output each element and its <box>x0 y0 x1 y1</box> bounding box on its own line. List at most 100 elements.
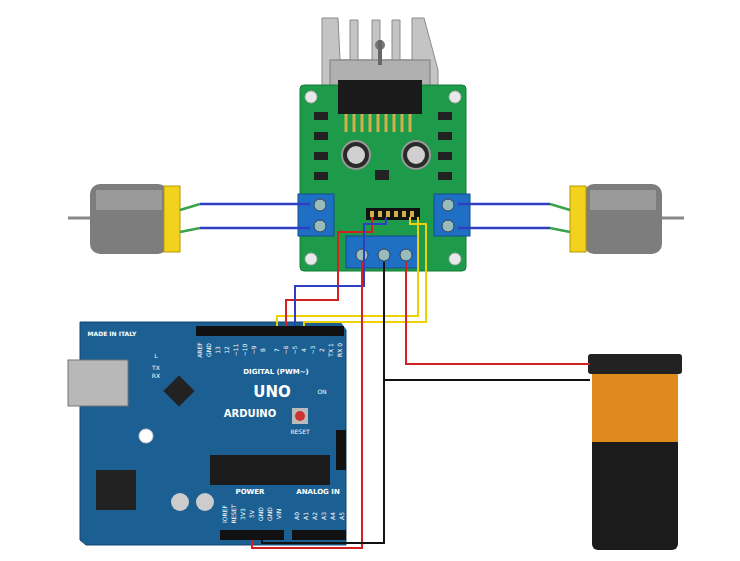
board-logo: UNO <box>253 385 291 400</box>
pin-name: A4 <box>330 512 336 520</box>
motor-driver-board-g-part-line-part <box>377 114 380 132</box>
motor-driver-board-circle-part <box>449 253 461 265</box>
motor-driver-board-g-part-rect-part <box>370 211 374 217</box>
pin-name: GND <box>267 507 273 521</box>
arduino-board-rect-part <box>163 375 194 406</box>
motor-driver-board-circle-part <box>305 91 317 103</box>
motor-driver-board-circle-part <box>400 249 412 261</box>
led-label: L <box>154 353 157 359</box>
control-wires-path-part <box>304 217 426 326</box>
motor-driver-board-circle-part <box>305 253 317 265</box>
control-wires-path-part <box>406 262 590 364</box>
pin-name: AREF <box>197 342 203 358</box>
motor-driver-board-g-part-rect-part <box>314 112 328 120</box>
motor-driver-board-g-part-rect-part <box>314 172 328 180</box>
dc-motor-right-rect-part <box>570 186 586 252</box>
pin-name: RX 0 <box>337 343 343 357</box>
dc-motor-right-rect-part <box>584 184 662 254</box>
motor-driver-board-rect-part <box>338 80 422 114</box>
motor-driver-board-g-part-rect-part <box>314 132 328 140</box>
pin-name: A0 <box>294 512 300 520</box>
pin-name: GND <box>206 343 212 357</box>
motor-wires-path-part <box>200 227 310 230</box>
motor-driver-board-g-part-rect-part <box>438 172 452 180</box>
battery-9v <box>588 354 682 550</box>
pin-name: 13 <box>215 346 221 354</box>
motor-driver-board-g-part-rect-part <box>438 132 452 140</box>
pin-name: GND <box>258 507 264 521</box>
motor-driver-board-g-part-line-part <box>409 114 412 132</box>
motor-driver-board-g-part-line-part <box>361 114 364 132</box>
arduino-board-circle-part <box>295 411 305 421</box>
motor-driver-board-g-part-rect-part <box>402 211 406 217</box>
dc-motor-left <box>68 184 180 254</box>
motor-driver-board-circle-part <box>442 220 454 232</box>
arduino-board-rect-part <box>96 470 136 510</box>
header-label: POWER <box>236 489 265 496</box>
arduino-board-rect-part <box>220 530 284 540</box>
motor-driver-board-g-part-rect-part <box>438 112 452 120</box>
motor-driver-board-rect-part <box>434 194 470 236</box>
motor-wires-path-part <box>550 204 570 210</box>
pin-name: ~3 <box>310 346 316 355</box>
motor-driver-board-circle-part <box>402 141 430 169</box>
dc-motor-left-line-part <box>68 217 92 220</box>
pin-name: IOREF <box>222 505 228 523</box>
pin-name: RESET <box>231 504 237 523</box>
motor-driver-board-g-part-rect-part <box>438 152 452 160</box>
heatsink-rect-part <box>378 40 382 65</box>
pin-name: ~9 <box>251 346 257 355</box>
button-label: RESET <box>290 429 309 435</box>
arduino-board-rect-part <box>68 360 128 406</box>
motor-driver-board-circle-part <box>314 220 326 232</box>
motor-wires-path-part <box>200 203 310 206</box>
pin-name: ~10 <box>242 344 248 357</box>
dc-motor-right-rect-part <box>590 190 656 210</box>
pin-name: ~5 <box>292 346 298 355</box>
motor-driver-board-circle-part <box>442 199 454 211</box>
control-wires-path-part <box>295 217 386 326</box>
control-wires-path-part <box>384 379 590 381</box>
battery-9v-rect-part <box>592 372 678 442</box>
motor-driver-board-g-part <box>346 114 410 132</box>
pin-name: TX 1 <box>328 343 334 357</box>
control-wires-path-part <box>286 217 372 326</box>
motor-driver-board-circle-part <box>378 249 390 261</box>
motor-driver-board-circle-part <box>449 91 461 103</box>
motor-wires-path-part <box>458 203 550 206</box>
motor-driver-board-g-part-line-part <box>385 114 388 132</box>
dc-motor-left-rect-part <box>164 186 180 252</box>
motor-driver-board-g-part-line-part <box>345 114 348 132</box>
pin-name: 3V3 <box>240 508 246 520</box>
arduino-board-rect-part <box>292 408 308 424</box>
pin-name: 12 <box>224 346 230 354</box>
led-label: RX <box>152 373 160 379</box>
dc-motor-right <box>570 184 684 254</box>
motor-driver-board-g-part-rect-part <box>410 211 414 217</box>
pin-name: VIN <box>276 509 282 519</box>
dc-motor-left-rect-part <box>90 184 168 254</box>
board-marking: MADE IN ITALY <box>88 331 137 337</box>
motor-wires-path-part <box>550 228 570 232</box>
motor-wires-path-part <box>458 227 550 230</box>
arduino-board-rect-part <box>292 530 346 540</box>
motor-wires-path-part <box>180 228 200 232</box>
control-wires-path-part <box>277 217 418 326</box>
arduino-board-rect-part <box>336 430 346 470</box>
arduino-board-circle-part <box>171 493 189 511</box>
motor-driver-board-rect-part <box>366 208 420 220</box>
led-label: TX <box>152 365 160 371</box>
motor-driver-board-g-part <box>314 112 452 180</box>
pin-name: ~11 <box>233 344 239 357</box>
motor-driver-board-circle-part <box>356 249 368 261</box>
arduino-board-circle-part <box>196 493 214 511</box>
motor-wires <box>180 204 570 232</box>
arduino-board <box>68 322 346 545</box>
pin-name: 7 <box>274 348 280 352</box>
pin-name: ~6 <box>283 346 289 355</box>
control-wires <box>252 217 590 548</box>
motor-wires-path-part <box>180 204 200 210</box>
motor-driver-board-circle-part <box>347 146 365 164</box>
